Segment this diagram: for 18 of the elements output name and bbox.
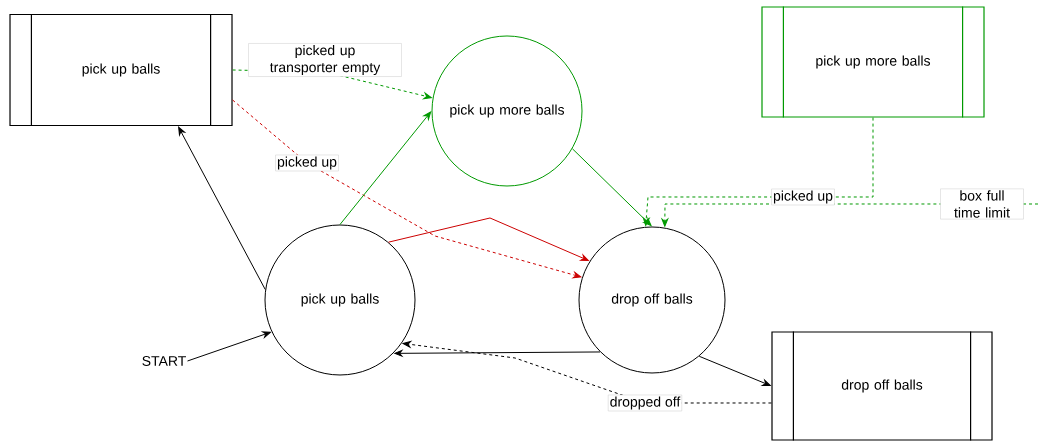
process-box: drop off balls (771, 330, 993, 442)
arrow (178, 126, 266, 290)
arrow (187, 331, 271, 362)
process-box: pick up more balls (761, 5, 985, 119)
arrow (339, 111, 432, 225)
edge-label: dropped off (607, 394, 683, 412)
arrow (388, 217, 589, 261)
edge-label: picked up (771, 188, 835, 206)
arrow (394, 349, 601, 357)
arrow (571, 148, 652, 227)
arrow (402, 341, 772, 404)
arrow (698, 355, 771, 386)
edge-label: picked up (275, 154, 339, 172)
edge-label: picked up transporter empty (248, 43, 402, 77)
edge-label: box full time limit (940, 188, 1024, 220)
start-label: START (142, 356, 186, 366)
process-box: pick up balls (9, 13, 233, 127)
arrow (232, 99, 582, 279)
